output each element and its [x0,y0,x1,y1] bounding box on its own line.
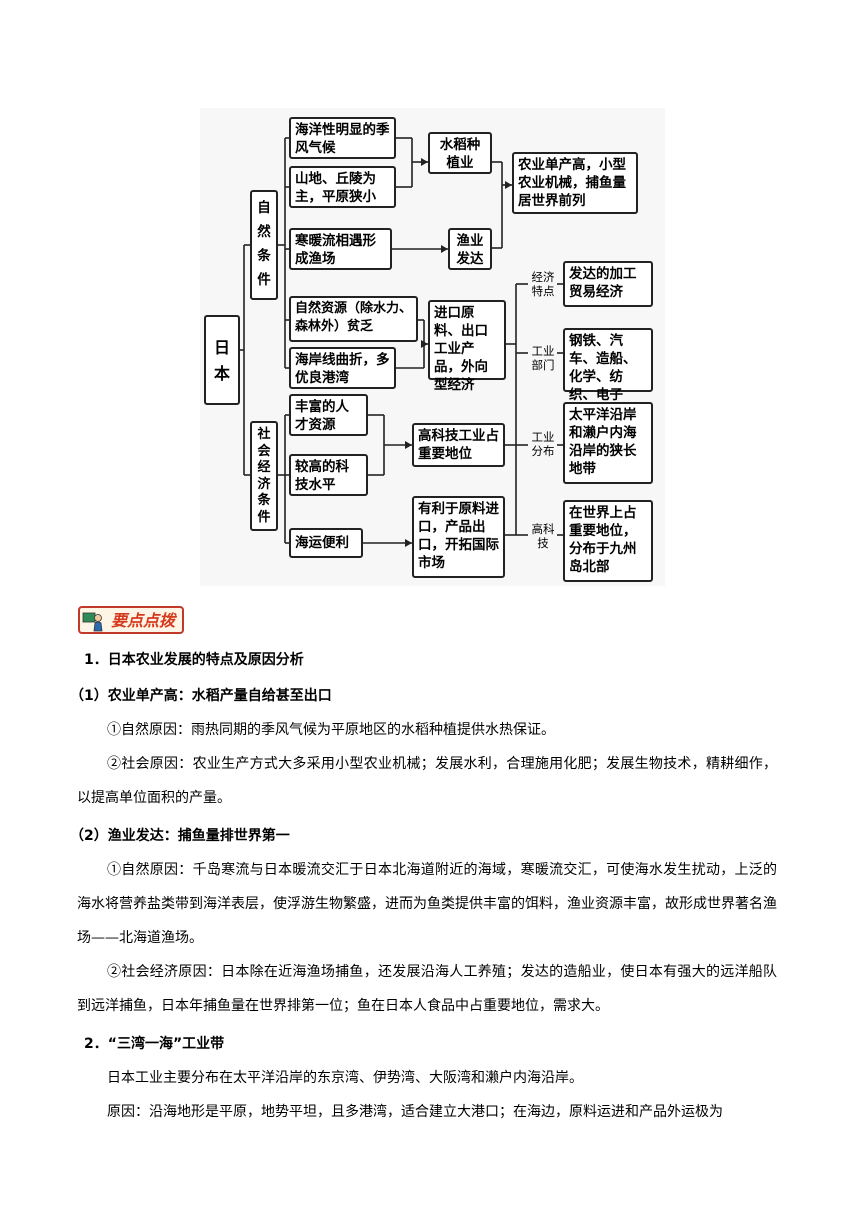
factor-resources: 自然资源（除水力、森林外）贫乏 [289,296,418,342]
mid-fishery: 渔业发达 [448,228,492,270]
factor-resources-text: 自然资源（除水力、森林外）贫乏 [295,301,412,334]
result-distribution-text: 太平洋沿岸和濑户内海沿岸的狭长地带 [569,407,637,477]
key-points-badge: 要点点拨 [78,606,184,634]
japan-concept-map: 日本 自然条件 社会经济条件 海洋性明显的季风气候 山地、丘陵为主，平原狭小 寒… [200,108,665,586]
mid-market-text: 有利于原料进口，产品出口，开拓国际市场 [418,501,499,571]
social-conditions-box: 社会经济条件 [250,421,278,531]
heading-2: 2．“三湾一海”工业带 [84,1035,224,1053]
label-industry-sector: 工业部门 [530,344,556,372]
paragraph-2: ②社会原因：农业生产方式大多采用小型农业机械；发展水利，合理施用化肥；发展生物技… [77,747,777,815]
mid-export-economy: 进口原料、出口工业产品，外向型经济 [428,300,506,380]
label-hightech: 高科技 [530,522,556,550]
mid-fishery-text: 渔业发达 [457,233,484,267]
factor-tech-text: 较高的科技水平 [295,459,349,493]
factor-monsoon: 海洋性明显的季风气候 [289,117,396,159]
agri-result-box: 农业单产高，小型农业机械，捕鱼量居世界前列 [512,152,638,214]
label-industry-distribution: 工业分布 [530,430,556,458]
heading-1a: （1）农业单产高：水稻产量自给甚至出口 [70,687,332,705]
factor-currents: 寒暖流相遇形成渔场 [289,228,392,270]
factor-terrain-text: 山地、丘陵为主，平原狭小 [295,171,376,205]
factor-tech: 较高的科技水平 [289,454,368,496]
mid-rice: 水稻种植业 [428,132,492,174]
heading-1b: （2）渔业发达：捕鱼量排世界第一 [70,827,290,845]
result-hightech-position: 在世界上占重要地位，分布于九州岛北部 [563,500,653,582]
factor-monsoon-text: 海洋性明显的季风气候 [295,122,390,156]
paragraph-4: ②社会经济原因：日本除在近海渔场捕鱼，还发展沿海人工养殖；发达的造船业，使日本有… [77,955,777,1023]
paragraph-6: 原因：沿海地形是平原，地势平坦，且多港湾，适合建立大港口；在海边，原料运进和产品… [77,1095,777,1129]
mid-rice-text: 水稻种植业 [440,137,481,171]
result-distribution: 太平洋沿岸和濑户内海沿岸的狭长地带 [563,402,653,484]
paragraph-1: ①自然原因：雨热同期的季风气候为平原地区的水稻种植提供水热保证。 [77,713,777,747]
result-processing-text: 发达的加工贸易经济 [569,266,637,300]
root-japan-label: 日本 [214,335,230,387]
teacher-icon [82,610,104,632]
social-conditions-label: 社会经济条件 [257,427,271,526]
factor-talent-text: 丰富的人才资源 [295,399,349,433]
factor-shipping: 海运便利 [289,528,363,558]
result-hightech-position-text: 在世界上占重要地位，分布于九州岛北部 [569,505,637,575]
factor-talent: 丰富的人才资源 [289,394,368,436]
mid-hightech-text: 高科技工业占重要地位 [418,428,499,462]
paragraph-5: 日本工业主要分布在太平洋沿岸的东京湾、伊势湾、大阪湾和濑户内海沿岸。 [77,1061,777,1095]
result-sectors: 钢铁、汽车、造船、化学、纺织、电子 [563,328,653,392]
mid-hightech: 高科技工业占重要地位 [412,423,505,467]
factor-currents-text: 寒暖流相遇形成渔场 [295,233,376,267]
natural-conditions-box: 自然条件 [250,190,278,300]
natural-conditions-label: 自然条件 [257,196,271,292]
mid-export-economy-text: 进口原料、出口工业产品，外向型经济 [434,305,488,393]
mid-market: 有利于原料进口，产品出口，开拓国际市场 [412,496,505,578]
result-processing: 发达的加工贸易经济 [563,261,653,307]
label-econ-feature: 经济特点 [530,270,556,298]
factor-shipping-text: 海运便利 [295,535,349,551]
heading-1: 1．日本农业发展的特点及原因分析 [84,651,304,669]
paragraph-3: ①自然原因：千岛寒流与日本暖流交汇于日本北海道附近的海域，寒暖流交汇，可使海水发… [77,853,777,955]
factor-coast: 海岸线曲折，多优良港湾 [289,347,396,389]
agri-result-text: 农业单产高，小型农业机械，捕鱼量居世界前列 [518,157,626,209]
root-japan-box: 日本 [204,315,240,405]
key-points-title: 要点点拨 [104,610,182,632]
factor-coast-text: 海岸线曲折，多优良港湾 [295,352,390,386]
factor-terrain: 山地、丘陵为主，平原狭小 [289,166,396,208]
